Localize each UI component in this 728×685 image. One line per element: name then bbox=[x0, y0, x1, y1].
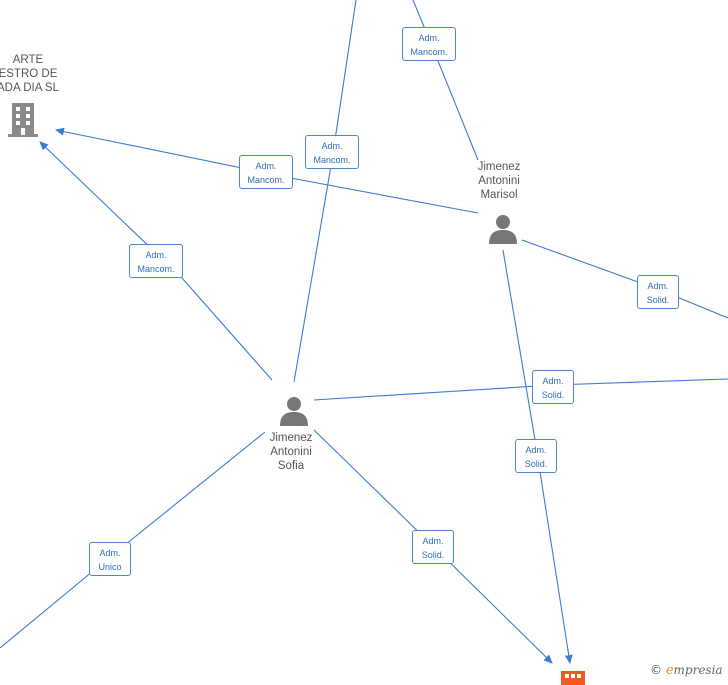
edge-label-sofia-right[interactable]: Adm. Solid. bbox=[532, 370, 574, 404]
edge-label-line-2: Solid. bbox=[541, 390, 565, 400]
edge-label-line-2: Solid. bbox=[524, 459, 548, 469]
company-label-line-2: ESTRO DE bbox=[0, 68, 58, 80]
person-label-line-1: Jimenez bbox=[269, 432, 313, 444]
person-label-line-3: Marisol bbox=[480, 189, 518, 201]
edge-line-marisol-right bbox=[521, 239, 728, 319]
edge-label-sofia-bottomleft[interactable]: Adm. Unico bbox=[89, 542, 131, 576]
edge-label-sofia-company[interactable]: Adm. Mancom. bbox=[129, 244, 183, 278]
person-label-line-2: Antonini bbox=[478, 175, 520, 187]
edge-label-marisol-company[interactable]: Adm. Mancom. bbox=[239, 155, 293, 189]
brand-logo-text: mpresia bbox=[673, 663, 723, 677]
company-icon[interactable] bbox=[561, 671, 585, 685]
edge-label-line-2: Unico bbox=[98, 562, 122, 572]
edge-line-sofia-right bbox=[313, 378, 728, 401]
edge-label-line-1: Adm. bbox=[647, 281, 669, 291]
person-icon[interactable] bbox=[279, 396, 309, 426]
edge-label-line-1: Adm. bbox=[422, 536, 444, 546]
edge-line-marisol-top bbox=[412, 0, 479, 161]
edge-label-line-1: Adm. bbox=[255, 161, 277, 171]
edge-label-line-2: Solid. bbox=[421, 550, 445, 560]
company-label-line-3: ADA DIA SL bbox=[0, 82, 59, 94]
edge-label-line-2: Solid. bbox=[646, 295, 670, 305]
edge-label-marisol-top[interactable]: Adm. Mancom. bbox=[402, 27, 456, 61]
edge-line-sofia-top bbox=[293, 0, 357, 383]
company-label-line-1: ARTE bbox=[12, 54, 44, 66]
person-label-line-1: Jimenez bbox=[477, 161, 521, 173]
edge-label-line-1: Adm. bbox=[525, 445, 547, 455]
person-label-sofia[interactable]: Jimenez Antonini Sofia bbox=[251, 431, 331, 473]
edge-label-line-2: Mancom. bbox=[313, 155, 351, 165]
edge-label-sofia-top[interactable]: Adm. Mancom. bbox=[305, 135, 359, 169]
copyright-symbol: © bbox=[650, 663, 662, 677]
edge-label-marisol-right[interactable]: Adm. Solid. bbox=[637, 275, 679, 309]
edge-label-line-2: Mancom. bbox=[137, 264, 175, 274]
edge-line-sofia-bottomleft bbox=[0, 431, 266, 649]
edge-label-line-1: Adm. bbox=[99, 548, 121, 558]
edge-label-marisol-bottom[interactable]: Adm. Solid. bbox=[515, 439, 557, 473]
edge-label-line-1: Adm. bbox=[418, 33, 440, 43]
edge-line-marisol-company bbox=[55, 127, 479, 214]
edge-line-sofia-company bbox=[39, 141, 273, 381]
person-icon[interactable] bbox=[488, 214, 518, 244]
edge-label-line-2: Mancom. bbox=[410, 47, 448, 57]
edge-label-line-2: Mancom. bbox=[247, 175, 285, 185]
edge-label-line-1: Adm. bbox=[145, 250, 167, 260]
person-label-line-3: Sofia bbox=[277, 460, 305, 472]
person-label-marisol[interactable]: Jimenez Antonini Marisol bbox=[459, 160, 539, 202]
person-label-line-2: Antonini bbox=[270, 446, 312, 458]
edge-label-sofia-bottom[interactable]: Adm. Solid. bbox=[412, 530, 454, 564]
company-label[interactable]: ARTE ESTRO DE ADA DIA SL bbox=[0, 53, 68, 95]
edge-label-line-1: Adm. bbox=[321, 141, 343, 151]
building-icon[interactable] bbox=[8, 103, 38, 137]
brand-logo-initial: e bbox=[665, 663, 674, 678]
edge-label-line-1: Adm. bbox=[542, 376, 564, 386]
watermark: © empresia bbox=[650, 663, 723, 678]
